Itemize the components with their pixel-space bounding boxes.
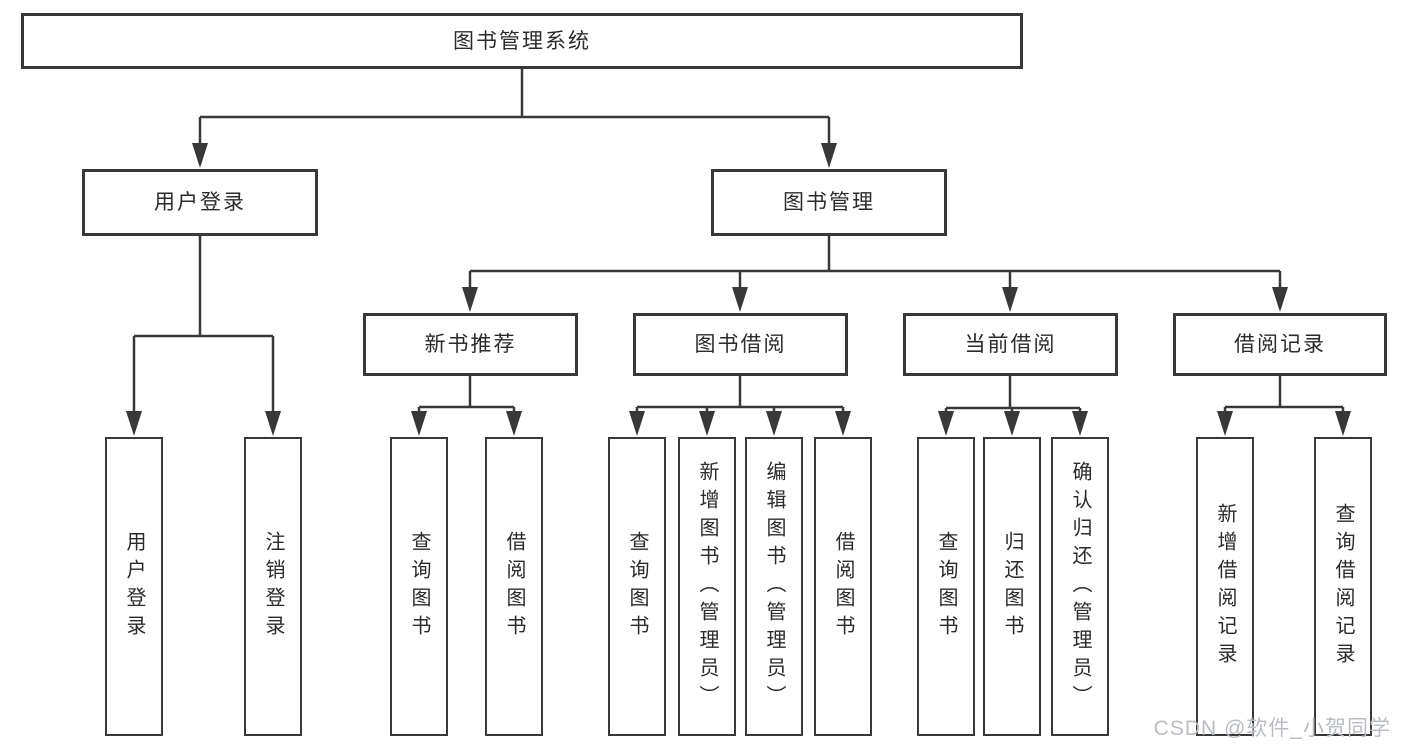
arrow-down-icon [821, 143, 837, 168]
leaf-user-login: 用户登录 [105, 437, 163, 736]
leaf-borrow-books-2: 借阅图书 [814, 437, 872, 736]
leaf-add-book-admin: 新增图书（管理员） [678, 437, 736, 736]
arrow-down-icon [265, 411, 281, 436]
arrow-down-icon [192, 143, 208, 168]
leaf-query-books-2: 查询图书 [608, 437, 666, 736]
node-user-login: 用户登录 [82, 169, 318, 236]
arrow-down-icon [766, 411, 782, 436]
leaf-query-books-1: 查询图书 [390, 437, 448, 736]
node-borrowing-records: 借阅记录 [1173, 313, 1387, 376]
arrow-down-icon [506, 411, 522, 436]
arrow-down-icon [1004, 411, 1020, 436]
arrow-down-icon [629, 411, 645, 436]
arrow-down-icon [1072, 411, 1088, 436]
arrow-down-icon [1002, 287, 1018, 312]
node-root-system: 图书管理系统 [21, 13, 1023, 69]
arrow-down-icon [1335, 411, 1351, 436]
node-book-borrowing: 图书借阅 [633, 313, 848, 376]
leaf-query-books-3: 查询图书 [917, 437, 975, 736]
csdn-watermark: CSDN @软件_小贺同学 [1153, 717, 1391, 740]
node-book-management: 图书管理 [711, 169, 947, 236]
arrow-down-icon [462, 287, 478, 312]
arrow-down-icon [411, 411, 427, 436]
node-new-book-recommend: 新书推荐 [363, 313, 578, 376]
arrow-down-icon [126, 411, 142, 436]
leaf-query-borrow-record: 查询借阅记录 [1314, 437, 1372, 736]
arrow-down-icon [835, 411, 851, 436]
arrow-down-icon [732, 287, 748, 312]
node-current-borrowing: 当前借阅 [903, 313, 1118, 376]
leaf-logout: 注销登录 [244, 437, 302, 736]
leaf-return-book: 归还图书 [983, 437, 1041, 736]
leaf-edit-book-admin: 编辑图书（管理员） [745, 437, 803, 736]
leaf-add-borrow-record: 新增借阅记录 [1196, 437, 1254, 736]
arrow-down-icon [1272, 287, 1288, 312]
arrow-down-icon [699, 411, 715, 436]
arrow-down-icon [1217, 411, 1233, 436]
leaf-borrow-books-1: 借阅图书 [485, 437, 543, 736]
leaf-confirm-return-admin: 确认归还（管理员） [1051, 437, 1109, 736]
arrow-down-icon [938, 411, 954, 436]
